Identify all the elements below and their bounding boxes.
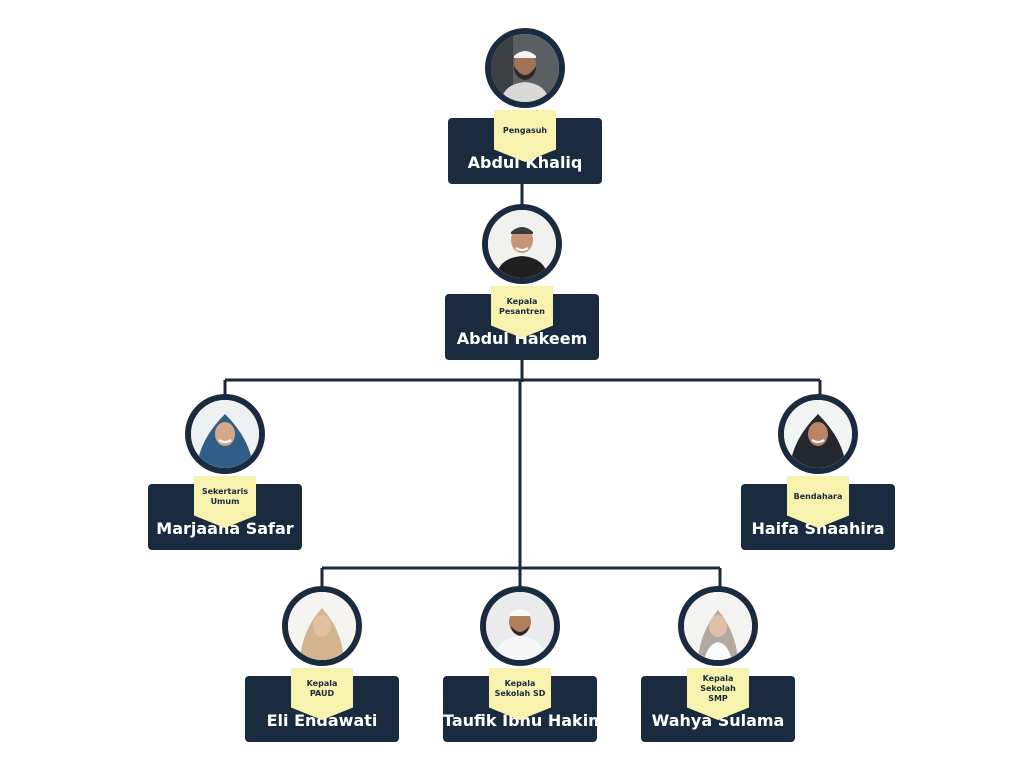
woman-with-grey-hijab-icon	[684, 592, 752, 660]
role-badge: Bendahara	[787, 476, 849, 528]
role-badge: Sekertaris Umum	[194, 476, 256, 528]
woman-with-dark-hijab-icon	[784, 400, 852, 468]
name-card: Eli Endawati	[245, 676, 399, 742]
avatar	[678, 586, 758, 666]
person-name: Haifa Shaahira	[751, 519, 885, 538]
role-badge: Kepala Sekolah SD	[489, 668, 551, 720]
person-name: Abdul Hakeem	[456, 329, 588, 348]
avatar	[185, 394, 265, 474]
person-name: Marjaana Safar	[156, 519, 294, 538]
man-with-cap-white-shirt-icon	[486, 592, 554, 660]
role-badge: Kepala PAUD	[291, 668, 353, 720]
org-node-abdul-khaliq[interactable]: Abdul Khaliq Pengasuh	[448, 28, 602, 204]
woman-with-tan-hijab-icon	[288, 592, 356, 660]
org-node-wahya-sulama[interactable]: Wahya Sulama Kepala Sekolah SMP	[641, 586, 795, 762]
woman-with-blue-hijab-icon	[191, 400, 259, 468]
person-name: Eli Endawati	[266, 711, 378, 730]
avatar	[282, 586, 362, 666]
man-with-cap-icon	[488, 210, 556, 278]
org-node-marjaana-safar[interactable]: Marjaana Safar Sekertaris Umum	[148, 394, 302, 570]
avatar	[482, 204, 562, 284]
person-name: Taufik Ibnu Hakim	[443, 711, 605, 730]
role-label: Kepala Sekolah SD	[494, 679, 546, 698]
role-label: Pengasuh	[502, 126, 548, 135]
role-label: Bendahara	[793, 492, 843, 501]
name-card: Taufik Ibnu Hakim	[443, 676, 605, 742]
role-badge: Kepala Pesantren	[491, 286, 553, 338]
org-node-haifa-shaahira[interactable]: Haifa Shaahira Bendahara	[741, 394, 895, 570]
org-node-taufik-ibnu-hakim[interactable]: Taufik Ibnu Hakim Kepala Sekolah SD	[443, 586, 605, 762]
role-label: Kepala Sekolah SMP	[700, 674, 736, 703]
role-label: Sekertaris Umum	[201, 487, 249, 506]
role-badge: Kepala Sekolah SMP	[687, 668, 749, 720]
avatar	[778, 394, 858, 474]
avatar	[480, 586, 560, 666]
org-node-eli-endawati[interactable]: Eli Endawati Kepala PAUD	[245, 586, 399, 762]
role-badge: Pengasuh	[494, 110, 556, 162]
person-name: Abdul Khaliq	[467, 153, 583, 172]
avatar	[485, 28, 565, 108]
person-name: Wahya Sulama	[651, 711, 785, 730]
role-label: Kepala Pesantren	[498, 297, 546, 316]
org-node-abdul-hakeem[interactable]: Abdul Hakeem Kepala Pesantren	[445, 204, 599, 380]
man-with-cap-and-beard-icon	[491, 34, 559, 102]
role-label: Kepala PAUD	[306, 679, 338, 698]
